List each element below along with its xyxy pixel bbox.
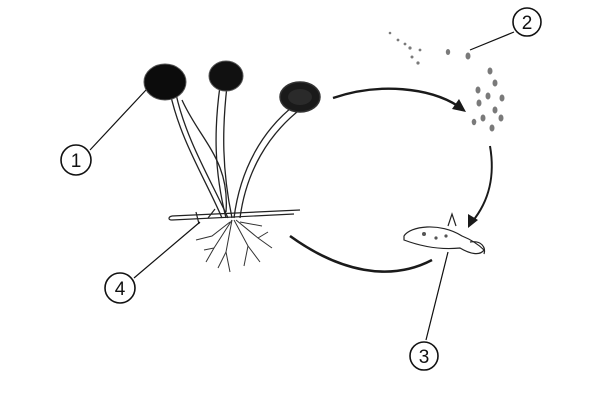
label-4: 4 — [104, 272, 136, 304]
label-3-text: 3 — [419, 347, 430, 368]
label-1: 1 — [60, 144, 92, 176]
arrow-to-germination — [471, 145, 493, 223]
rhizoids — [195, 219, 273, 273]
sporangiophores — [169, 85, 303, 219]
sporangium-middle — [209, 61, 243, 91]
stolon — [168, 208, 301, 225]
label-1-text: 1 — [71, 151, 82, 172]
leader-lines — [89, 31, 515, 341]
sporangium-left — [144, 64, 186, 100]
label-4-text: 4 — [115, 279, 126, 300]
leader-4 — [133, 221, 201, 279]
arrowhead-spores — [452, 99, 466, 112]
cycle-arrows — [289, 87, 493, 273]
label-2: 2 — [512, 7, 542, 37]
arrow-heads — [452, 99, 478, 228]
leader-3 — [425, 251, 449, 341]
arrow-to-spores — [332, 87, 459, 108]
leader-2 — [469, 31, 515, 51]
sporangia — [143, 60, 321, 113]
germinating-spore — [403, 212, 486, 255]
arrowhead-germination — [468, 214, 478, 228]
arrow-to-mycelium — [289, 234, 433, 273]
label-2-text: 2 — [522, 13, 533, 34]
label-3: 3 — [409, 341, 439, 371]
spores — [388, 31, 505, 132]
leader-1 — [89, 89, 147, 151]
